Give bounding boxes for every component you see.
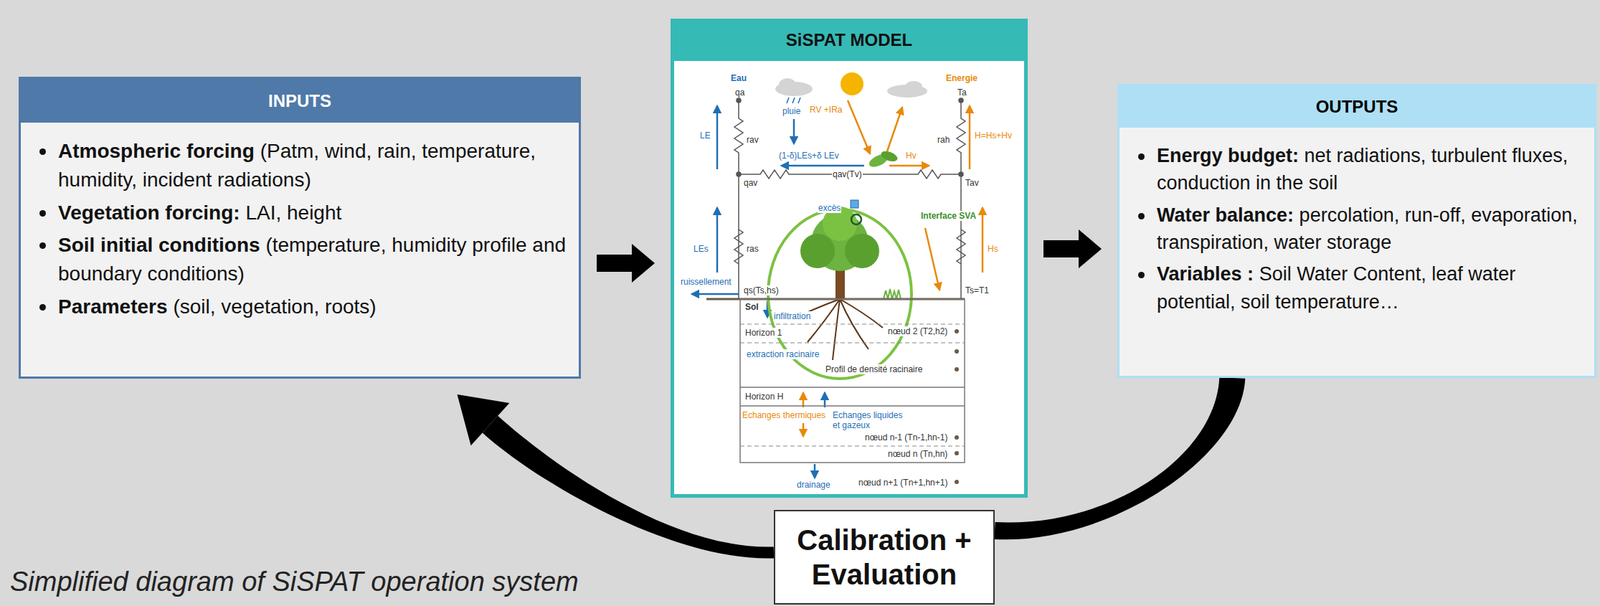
illustration-label: excès [817, 202, 842, 213]
illustration-label: Hv [905, 150, 918, 161]
panel-box: OUTPUTS Energy budget:net radiations, tur… [1117, 83, 1597, 378]
model-title: SiSPAT MODEL [786, 30, 913, 50]
plant [768, 149, 912, 379]
illustration-label: LEs [692, 243, 710, 254]
illustration-label: nœud n-1 (Tn-1,hn-1) [864, 432, 949, 443]
bullet-row: Water balance:percolation, run-off, evap… [1135, 201, 1583, 257]
illustration-label: Sol [744, 301, 760, 312]
illustration-label: ruissellement [679, 276, 733, 287]
bullet-row: Energy budget:net radiations, turbulent … [1135, 141, 1583, 198]
process-box: Calibration + Evaluation [773, 509, 995, 605]
illustration-label: Eau [730, 73, 748, 84]
panel-body: Atmospheric forcing(Patm, wind, rain, te… [20, 122, 579, 336]
illustration-label: rah [936, 134, 951, 145]
illustration-label: infiltration [773, 311, 812, 322]
flux-arrows [692, 106, 983, 478]
illustration-label: (1-δ)LEs+δ LEv [778, 150, 840, 161]
soil-column [706, 299, 965, 485]
illustration-label: Echanges liquides et gazeux [831, 410, 906, 431]
illustration-label: extraction racinaire [745, 349, 820, 360]
illustration-label: qa [734, 87, 746, 98]
bullet-dot [1138, 212, 1145, 220]
illustration-label: H=Hs+Hv [973, 130, 1013, 141]
illustration-label: rav [745, 134, 760, 145]
sky [775, 72, 928, 154]
illustration-label: qav(Tv) [831, 169, 863, 180]
bullet-term: Vegetation forcing: [58, 201, 241, 224]
illustration-label: nœud 2 (T2,h2) [887, 326, 949, 337]
bullet-text: (soil, vegetation, roots) [172, 295, 376, 318]
illustration-label: qs(Ts,hs) [742, 285, 780, 296]
bullet-term: Atmospheric forcing [58, 139, 255, 163]
bullet-term: Energy budget: [1156, 144, 1299, 167]
bullet-row: Variables :Soil Water Content, leaf wate… [1135, 260, 1583, 316]
bullet-dot [39, 210, 46, 217]
bullet-row: Atmospheric forcing(Patm, wind, rain, te… [36, 136, 568, 195]
panel-header: INPUTS [20, 78, 579, 123]
illustration-label: Ta [956, 87, 968, 98]
illustration-label: drainage [796, 479, 832, 490]
block-arrow [1043, 229, 1102, 269]
illustration-label: pluie [781, 106, 802, 117]
resistance-network [734, 98, 966, 300]
bullet-row: Parameters(soil, vegetation, roots) [36, 292, 568, 322]
illustration-label: nœud n (Tn,hn) [887, 448, 949, 459]
illustration-label: Interface SVA [920, 210, 977, 221]
illustration-label: LE [699, 130, 712, 141]
bullet-row: Vegetation forcing:LAI, height [36, 198, 568, 228]
model-header: SiSPAT MODEL [670, 18, 1028, 61]
bullet-dot [39, 242, 46, 249]
illustration-label: Tav [964, 177, 980, 188]
caption-text: Simplified diagram of SiSPAT operation s… [10, 566, 579, 597]
illustration-label: ras [745, 243, 760, 254]
illustration-label: Echanges thermiques [741, 410, 827, 421]
bullet-text: LAI, height [245, 201, 342, 224]
bullet-dot [1138, 271, 1145, 279]
illustration-label: Hs [986, 243, 1000, 254]
illustration-label: Horizon H [744, 391, 784, 402]
illustration-label: Horizon 1 [744, 327, 783, 338]
bullet-dot [39, 148, 46, 155]
illustration-label: RV +IRa [808, 104, 843, 115]
illustration-label: Energie [945, 73, 979, 84]
illustration-label: Profil de densité racinaire [824, 364, 923, 375]
bullet-dot [1138, 153, 1145, 160]
block-arrow [596, 243, 655, 283]
panel-title: OUTPUTS [1316, 96, 1399, 117]
illustration-label: Ts=T1 [964, 285, 990, 296]
bullet-dot [39, 304, 46, 311]
bullet-row: Soil initial conditions(temperature, hum… [36, 230, 568, 289]
bullet-term: Variables : [1156, 263, 1254, 285]
bullet-term: Parameters [58, 295, 168, 318]
panel-title: INPUTS [268, 91, 332, 111]
calib-inner: Calibration + Evaluation [780, 522, 988, 592]
process-label: Calibration + Evaluation [780, 522, 988, 592]
caption: Simplified diagram of SiSPAT operation s… [10, 566, 579, 598]
illustration-label: qav [742, 177, 759, 188]
bullet-term: Soil initial conditions [58, 233, 261, 257]
bullet-term: Water balance: [1156, 204, 1294, 226]
illustration-label: nœud n+1 (Tn+1,hn+1) [857, 477, 949, 488]
arrow-head [457, 394, 510, 446]
curved-arrow [993, 377, 1246, 540]
panel-header: OUTPUTS [1119, 86, 1595, 128]
model-ground [672, 57, 1026, 497]
panel-box: INPUTS Atmospheric forcing(Patm, wind, ra… [18, 76, 581, 379]
panel-body: Energy budget:net radiations, turbulent … [1119, 127, 1595, 330]
